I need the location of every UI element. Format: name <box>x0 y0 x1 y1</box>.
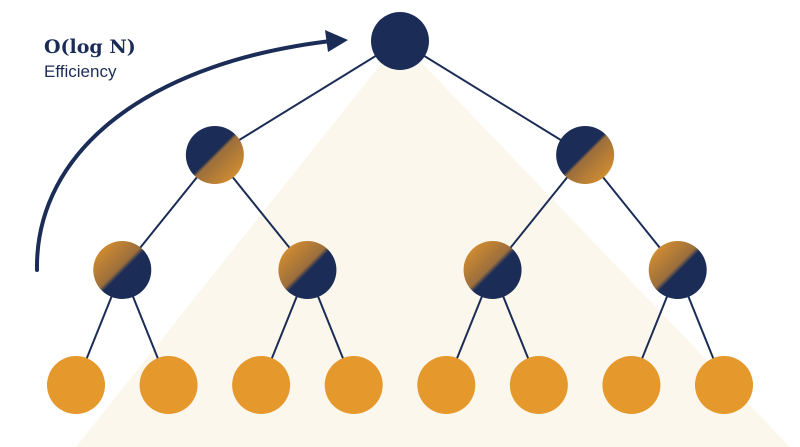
tree-edge <box>399 40 586 156</box>
leaf-node <box>695 356 753 414</box>
arrow-head-icon <box>325 30 348 52</box>
leaf-node <box>417 356 476 414</box>
tree-edge <box>214 40 401 156</box>
internal-node <box>93 241 152 299</box>
triangle-background <box>76 40 790 447</box>
complexity-subtitle: Efficiency <box>44 62 117 81</box>
internal-node <box>185 126 244 184</box>
tree-nodes <box>47 12 753 414</box>
leaf-node <box>139 356 198 414</box>
internal-node <box>556 126 615 184</box>
internal-node <box>463 241 522 299</box>
leaf-node <box>232 356 291 414</box>
curved-arrow-icon <box>34 38 342 272</box>
root-node <box>371 12 429 70</box>
complexity-title: O(log N) <box>44 36 136 58</box>
internal-node <box>648 241 707 299</box>
leaf-node <box>47 356 105 414</box>
leaf-node <box>509 356 568 414</box>
internal-node <box>278 241 337 299</box>
leaf-node <box>324 356 383 414</box>
leaf-node <box>602 356 661 414</box>
